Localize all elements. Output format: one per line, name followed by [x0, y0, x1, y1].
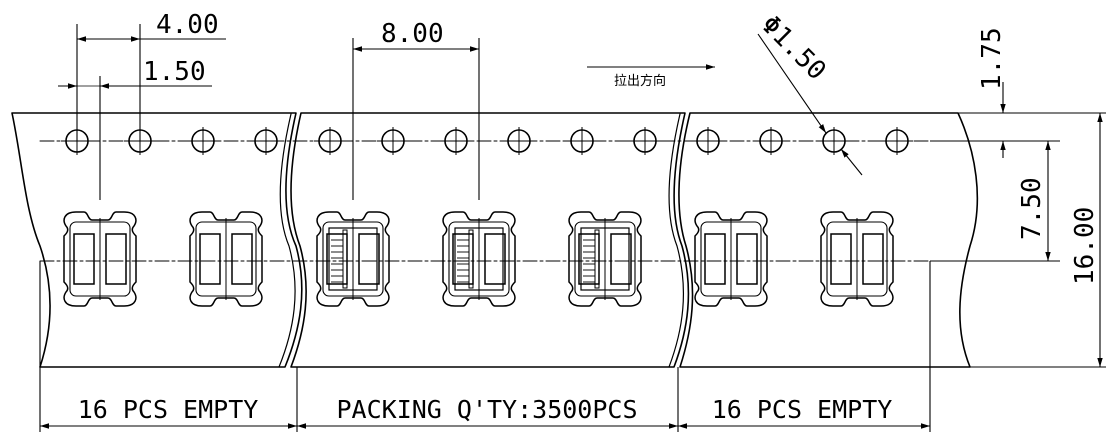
pull-direction-label: 拉出方向 [614, 73, 666, 89]
sprocket-hole [503, 127, 535, 155]
pocket-with-component [568, 211, 642, 307]
tape-segment-left [11, 112, 303, 368]
dim-edge-to-hole: 1.75 [977, 27, 1007, 90]
component-pockets [63, 211, 894, 307]
sprocket-hole [440, 127, 472, 155]
sprocket-hole [314, 127, 346, 155]
sprocket-hole [629, 127, 661, 155]
section-packing-label: PACKING Q'TY:3500PCS [336, 395, 637, 424]
empty-pocket [63, 211, 137, 307]
sprocket-hole [377, 127, 409, 155]
empty-pocket [189, 211, 263, 307]
sprocket-hole [692, 127, 724, 155]
dim-cavity-pitch: 8.00 [381, 19, 444, 49]
dim-tape-width: 16.00 [1070, 207, 1100, 285]
sprocket-hole [881, 127, 913, 155]
section-leader-label: 16 PCS EMPTY [78, 395, 259, 424]
sprocket-hole [755, 127, 787, 155]
sprocket-hole [187, 127, 219, 155]
empty-pocket [694, 211, 768, 307]
dim-hole-diameter: Φ1.50 [755, 10, 832, 87]
sprocket-hole [250, 127, 282, 155]
empty-pocket [820, 211, 894, 307]
pocket-with-component [442, 211, 516, 307]
pocket-with-component [316, 211, 390, 307]
dim-hole-offset: 1.50 [143, 57, 206, 87]
tape-segment-middle [290, 112, 690, 368]
sprocket-hole [818, 127, 850, 155]
dim-hole-to-center: 7.50 [1017, 177, 1047, 240]
sprocket-hole [566, 127, 598, 155]
dim-sprocket-pitch: 4.00 [156, 10, 219, 40]
section-trailer-label: 16 PCS EMPTY [712, 395, 893, 424]
